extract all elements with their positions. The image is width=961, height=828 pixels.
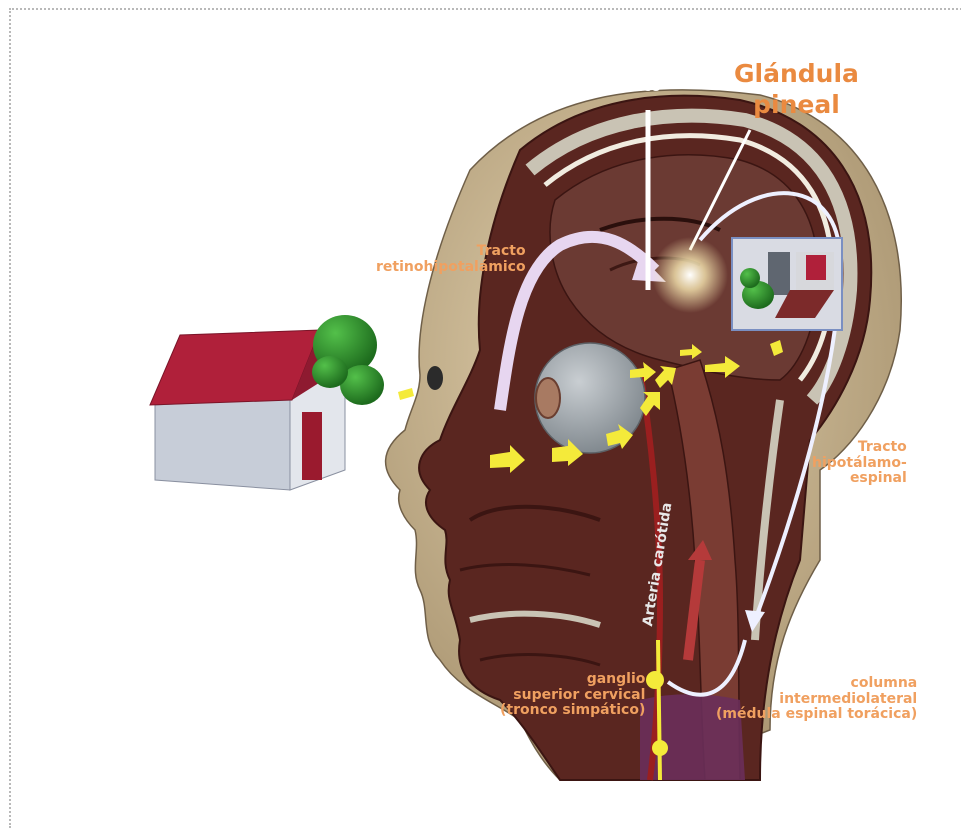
label-nucleo-supraquiasmatico: Núcleo supraquiasmático	[520, 64, 661, 95]
label-tracto-hipotalamo-espinal: Tracto hipotálamo- espinal	[812, 440, 907, 487]
label-ganglio-superior-cervical: ganglio superior cervical (tronco simpát…	[500, 672, 645, 719]
light-arrow	[398, 388, 414, 400]
label-line: (tronco simpático)	[500, 703, 645, 719]
sympathetic-chain	[658, 640, 660, 780]
label-line: hipotálamo-	[812, 456, 907, 472]
label-line: Tracto	[376, 244, 526, 260]
face-eye	[427, 366, 443, 390]
label-line: supraquiasmático	[520, 80, 661, 96]
label-line: espinal	[812, 471, 907, 487]
label-line: superior cervical	[500, 688, 645, 704]
label-columna-intermediolateral: columna intermediolateral (médula espina…	[716, 676, 917, 723]
pineal-glow	[652, 237, 728, 313]
label-line: Tracto	[812, 440, 907, 456]
label-line: retinohipotalámico	[376, 260, 526, 276]
pineal-inset-box	[732, 238, 842, 330]
label-line: intermediolateral	[716, 692, 917, 708]
label-line: Glándula	[734, 58, 859, 89]
label-tracto-retinohipotalamico: Tracto retinohipotalámico	[376, 244, 526, 275]
label-line: ganglio	[500, 672, 645, 688]
label-line: (médula espinal torácica)	[716, 707, 917, 723]
superior-cervical-ganglion	[646, 671, 664, 689]
label-line: columna	[716, 676, 917, 692]
label-line: Núcleo	[520, 64, 661, 80]
label-line: pineal	[734, 89, 859, 120]
lower-ganglion	[652, 740, 668, 756]
label-glandula-pineal: Glándula pineal	[734, 58, 859, 121]
